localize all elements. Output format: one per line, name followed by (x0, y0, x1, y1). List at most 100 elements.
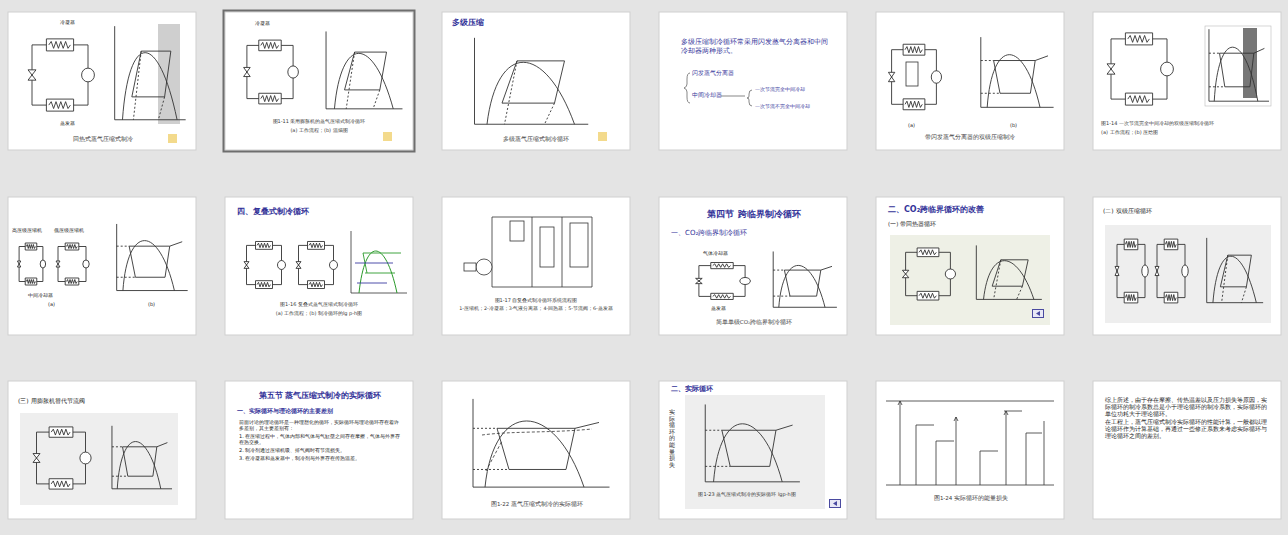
illustration-rect (383, 132, 392, 141)
slide-heading: 多级压缩 (452, 18, 532, 27)
illustration-use (17, 243, 45, 285)
slide-heading: 二、实际循环 (671, 385, 771, 394)
illustration-use (773, 251, 837, 307)
illustration-use (112, 426, 172, 489)
illustration-rect (890, 235, 1050, 325)
illustration-rect (442, 197, 630, 335)
slide-text: (二) 双级压缩循环 (1103, 207, 1223, 215)
slide-thumbnail: 冷凝器图1-11 采用膨胀机的蒸气压缩式制冷循环(a) 工作流程；(b) 温熵图 (225, 12, 413, 150)
slide-text: 中间冷却器 (28, 292, 78, 298)
slide-thumbnail (225, 197, 413, 335)
slide-text: (a) 工作流程；(b) 压焓图 (1101, 129, 1277, 135)
illustration-rect (570, 223, 588, 267)
illustration-rect (442, 381, 630, 519)
slide-thumbnail (659, 381, 847, 519)
slide-text: 一、CO₂跨临界制冷循环 (671, 229, 821, 238)
illustration-rect (20, 413, 178, 505)
slide-thumbnail: 第四节 跨临界制冷循环一、CO₂跨临界制冷循环气体冷却器蒸发器简单单级CO₂跨临… (659, 197, 847, 335)
illustration-use (705, 404, 800, 481)
slide-thumbnail (1093, 381, 1281, 519)
slide-text: (b) (148, 301, 168, 307)
illustration-use (244, 40, 299, 104)
illustration-use (473, 399, 610, 487)
illustration-path (492, 217, 592, 287)
slide-heading: 第四节 跨临界制冷循环 (679, 209, 829, 220)
slide-thumbnail: 多级压缩制冷循环常采用闪发蒸气分离器和中间冷却器两种形式。闪发蒸气分离器中间冷却… (659, 12, 847, 150)
illustration-rect (225, 12, 413, 150)
illustration-rect (1093, 197, 1281, 335)
slide-thumbnail (876, 381, 1064, 519)
illustration-use (976, 245, 1042, 299)
slide-thumbnail: 图1-24 实际循环的能量损失 (876, 381, 1064, 519)
illustration-rect (224, 11, 415, 152)
illustration-rect (876, 12, 1064, 150)
illustration-path (900, 401, 1044, 485)
slide-thumbnail: 多级压缩多级蒸气压缩式制冷循环 (442, 12, 630, 150)
slide-thumbnail (8, 12, 196, 150)
illustration-use (696, 263, 751, 300)
illustration-rect (659, 381, 847, 519)
slide-thumbnail (659, 197, 847, 335)
illustration-circle (476, 259, 492, 275)
illustration-path (721, 96, 745, 97)
illustration-use (1155, 239, 1188, 303)
illustration-g (886, 401, 1054, 485)
illustration-use (33, 427, 91, 489)
slide-text: 冷凝器 (255, 20, 315, 26)
illustration-rect (442, 12, 630, 150)
illustration-path (916, 411, 1042, 451)
slide-thumbnail: 四、复叠式制冷循环图1-16 复叠式蒸气压缩式制冷循环(a) 工作流程；(b) … (225, 197, 413, 335)
illustration-use (326, 31, 402, 108)
slide-thumbnail: 综上所述，由于存在摩擦、传热温差以及压力损失等原因，实际循环的制冷系数总是小于理… (1093, 381, 1281, 519)
slide-thumbnail: 图1-22 蒸气压缩式制冷的实际循环 (442, 381, 630, 519)
illustration-rect (659, 197, 847, 335)
slide-thumbnail: (二) 双级压缩循环 (1093, 197, 1281, 335)
slide-text: 高压级压缩机 (12, 227, 52, 233)
slide-text: 前面讨论的理论循环是一种理想化的循环，实际循环与理论循环存在着许多差别，其主要差… (239, 419, 401, 432)
slide-thumbnail: (三) 用膨胀机替代节流阀 (8, 381, 196, 519)
illustration-rect (510, 221, 524, 241)
slide-text: (a) 工作流程；(b) 制冷循环的lg p-h图 (235, 310, 403, 316)
illustration-rect (685, 395, 825, 509)
illustration-path (359, 251, 397, 293)
illustration-rect (1093, 12, 1281, 150)
illustration-rect (225, 381, 413, 519)
illustration-use (830, 500, 841, 508)
slide-text: (三) 用膨胀机替代节流阀 (18, 397, 158, 405)
illustration-rect (598, 132, 607, 141)
slide-text: 图1-11 采用膨胀机的蒸气压缩式制冷循环 (233, 118, 405, 124)
slide-thumbnail (442, 197, 630, 335)
slide-text: 蒸发器 (711, 305, 751, 311)
illustration-rect (8, 12, 196, 150)
slide-thumbnail (876, 197, 1064, 335)
slide-text: 图1-22 蒸气压缩式制冷的实际循环 (462, 501, 612, 508)
slide-thumbnail (225, 381, 413, 519)
illustration-use (56, 243, 89, 285)
slide-thumbnail (659, 12, 847, 150)
slide-thumbnail: 二、实际循环实际循环的能量损失图1-23 蒸气压缩式制冷的实际循环 lgp-h图 (659, 381, 847, 519)
slide-text: 1. 在压缩过程中，气体内部和气体与气缸壁之间存在摩擦，气体与外界存在热交换。 (239, 433, 401, 446)
slide-text: 实际循环的能量损失 (669, 409, 675, 468)
slide-text: 蒸发器 (60, 120, 120, 126)
slide-thumbnail: 二、CO₂跨临界循环的改善(一) 带回热器循环 (876, 197, 1064, 335)
slide-text: (a) (908, 122, 928, 128)
illustration-rect (1105, 225, 1271, 323)
slide-thumbnail: 图1-17 自复叠式制冷循环系统流程图1-压缩机；2-冷凝器；3-气液分离器；4… (442, 197, 630, 335)
slide-text: 闪发蒸气分离器 (692, 70, 762, 77)
illustration-use (244, 241, 286, 288)
slide-thumbnail (876, 12, 1064, 150)
slide-thumbnail: (a)(b)带闪发蒸气分离器的双级压缩制冷 (876, 12, 1064, 150)
slide-text: (a) (48, 301, 68, 307)
slide-heading: 二、CO₂跨临界循环的改善 (888, 205, 1048, 215)
illustration-path (898, 401, 1008, 421)
illustration-use (981, 37, 1054, 107)
illustration-rect (876, 197, 1064, 335)
illustration-path (355, 263, 393, 283)
slide-thumbnail (1093, 197, 1281, 335)
slide-thumbnail (442, 381, 630, 519)
illustration-use (296, 241, 338, 288)
slide-text: 带闪发蒸气分离器的双级压缩制冷 (896, 134, 1044, 141)
illustration-rect (659, 12, 847, 150)
illustration-rect (876, 381, 1064, 519)
